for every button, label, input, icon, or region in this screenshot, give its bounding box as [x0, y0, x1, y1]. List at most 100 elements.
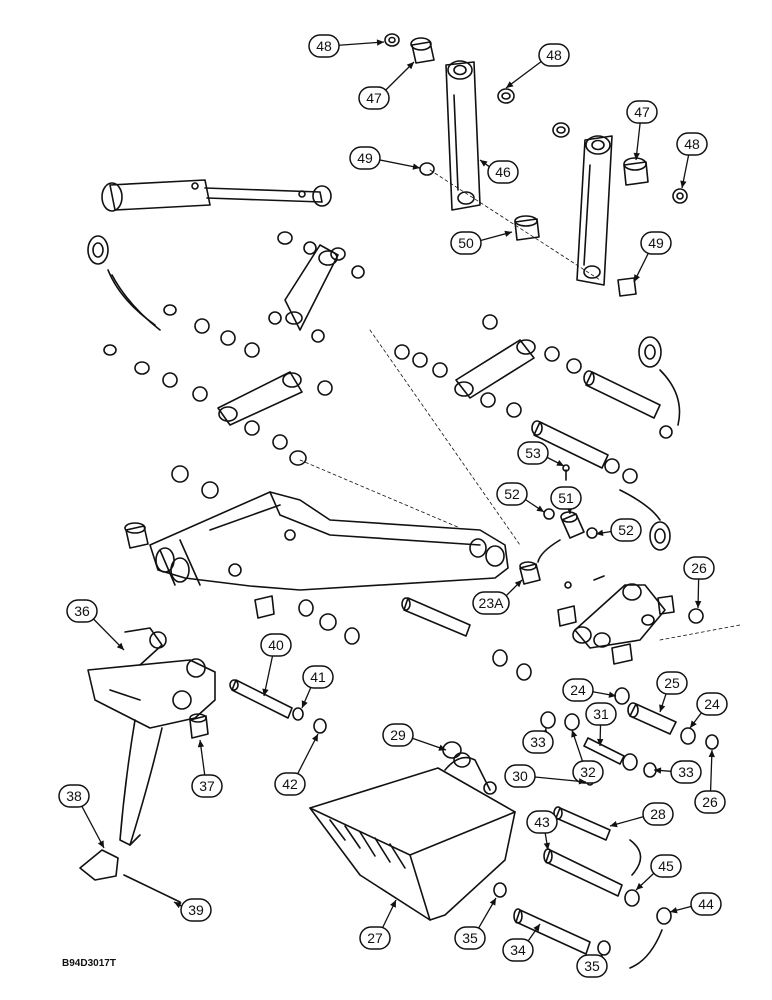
bushing-49-left	[419, 162, 435, 176]
callout-label: 48	[316, 38, 332, 54]
callout-arrowhead	[543, 842, 551, 850]
callout-bubble	[522, 730, 554, 754]
callout-label: 45	[658, 858, 674, 874]
callout-33: 33	[522, 727, 554, 754]
bushing-51	[560, 511, 585, 539]
swing-cylinder	[101, 179, 332, 212]
callout-arrowhead	[654, 767, 662, 774]
callout-label: 33	[678, 764, 694, 780]
callout-arrowhead	[533, 924, 540, 932]
callout-bubble	[585, 702, 617, 726]
callout-arrowhead	[556, 459, 564, 466]
callout-49: 49	[633, 231, 672, 283]
linkage-bar-lower	[217, 371, 303, 426]
callout-label: 24	[704, 696, 720, 712]
arrow-curve-right-mid	[619, 489, 661, 521]
callout-label: 38	[66, 788, 82, 804]
callout-29: 29	[382, 723, 447, 751]
figure-code: B94D3017T	[62, 958, 116, 969]
callout-49: 49	[349, 146, 421, 170]
washer-48-right	[672, 188, 688, 204]
washer-stack-left	[103, 231, 365, 466]
callout-bubble	[670, 760, 702, 784]
callout-bubble	[359, 926, 391, 950]
pin-boom	[401, 597, 471, 637]
callout-arrowhead	[636, 882, 644, 890]
callout-leader	[92, 618, 125, 651]
callout-label: 25	[664, 675, 680, 691]
main-boom	[149, 491, 509, 591]
callout-48: 48	[505, 43, 570, 89]
callout-arrowhead	[680, 180, 687, 188]
callout-26: 26	[694, 749, 726, 814]
callout-bubble	[191, 774, 223, 798]
callout-arrowhead	[412, 163, 420, 170]
callout-bubble	[382, 723, 414, 747]
callout-bubble	[358, 86, 390, 110]
callout-bubble	[450, 231, 482, 255]
callout-bubble	[656, 671, 688, 695]
washers-boom-lower	[254, 595, 532, 681]
callout-arrowhead	[438, 744, 446, 751]
pin-25	[627, 702, 677, 735]
callout-label: 51	[558, 490, 574, 506]
callout-bubble	[550, 486, 582, 510]
bucket-link-assembly	[564, 575, 666, 649]
arrow-curve-44	[629, 929, 663, 969]
ripper-tooth	[79, 849, 119, 881]
callout-47: 47	[358, 61, 415, 110]
callout-25: 25	[656, 671, 688, 713]
callout-arrowhead	[536, 505, 544, 512]
callout-39: 39	[173, 898, 212, 922]
callout-bubble	[502, 938, 534, 962]
callout-label: 49	[648, 235, 664, 251]
callout-bubble	[260, 633, 292, 657]
callout-50: 50	[450, 230, 513, 255]
callout-52: 52	[496, 482, 545, 513]
callout-47: 47	[626, 100, 658, 161]
callout-31: 31	[585, 702, 617, 747]
callout-bubble	[642, 802, 674, 826]
callout-42: 42	[274, 733, 319, 796]
callout-bubble	[610, 518, 642, 542]
callout-label: 26	[691, 560, 707, 576]
washer-large-right-mid	[649, 521, 671, 551]
bushing-47-top	[410, 37, 435, 64]
callout-arrowhead	[596, 738, 604, 746]
callout-label: 30	[512, 768, 528, 784]
callout-bubble	[626, 100, 658, 124]
arrow-curve-23a	[537, 539, 561, 563]
callout-27: 27	[359, 899, 397, 950]
callout-bubble	[274, 772, 306, 796]
callout-43: 43	[526, 810, 558, 851]
callout-bubble	[349, 146, 381, 170]
callout-bubble	[302, 665, 334, 689]
callout-label: 32	[580, 764, 596, 780]
callout-label: 34	[510, 942, 526, 958]
callout-arrowhead	[480, 160, 488, 167]
callout-bubble	[696, 692, 728, 716]
callout-bubble	[576, 954, 608, 978]
callout-label: 47	[366, 90, 382, 106]
guide-line-b	[299, 459, 461, 529]
callout-label: 23A	[479, 595, 505, 611]
callout-35: 35	[576, 953, 608, 978]
callout-label: 29	[390, 727, 406, 743]
callout-37: 37	[191, 739, 223, 798]
callout-leader	[534, 776, 587, 783]
bushing-37	[189, 713, 209, 739]
callout-arrowhead	[489, 898, 496, 906]
washer-large-right-top	[638, 336, 662, 368]
callout-label: 53	[525, 445, 541, 461]
callout-leader	[80, 805, 105, 849]
callout-bubble	[454, 926, 486, 950]
bushing-49-right	[617, 277, 637, 297]
callout-label: 35	[462, 930, 478, 946]
callout-arrowhead	[301, 700, 308, 708]
bushing-23a	[519, 561, 541, 585]
callout-label: 43	[534, 814, 550, 830]
washer-41	[292, 707, 304, 721]
callout-bubble	[538, 43, 570, 67]
callout-45: 45	[635, 854, 682, 891]
